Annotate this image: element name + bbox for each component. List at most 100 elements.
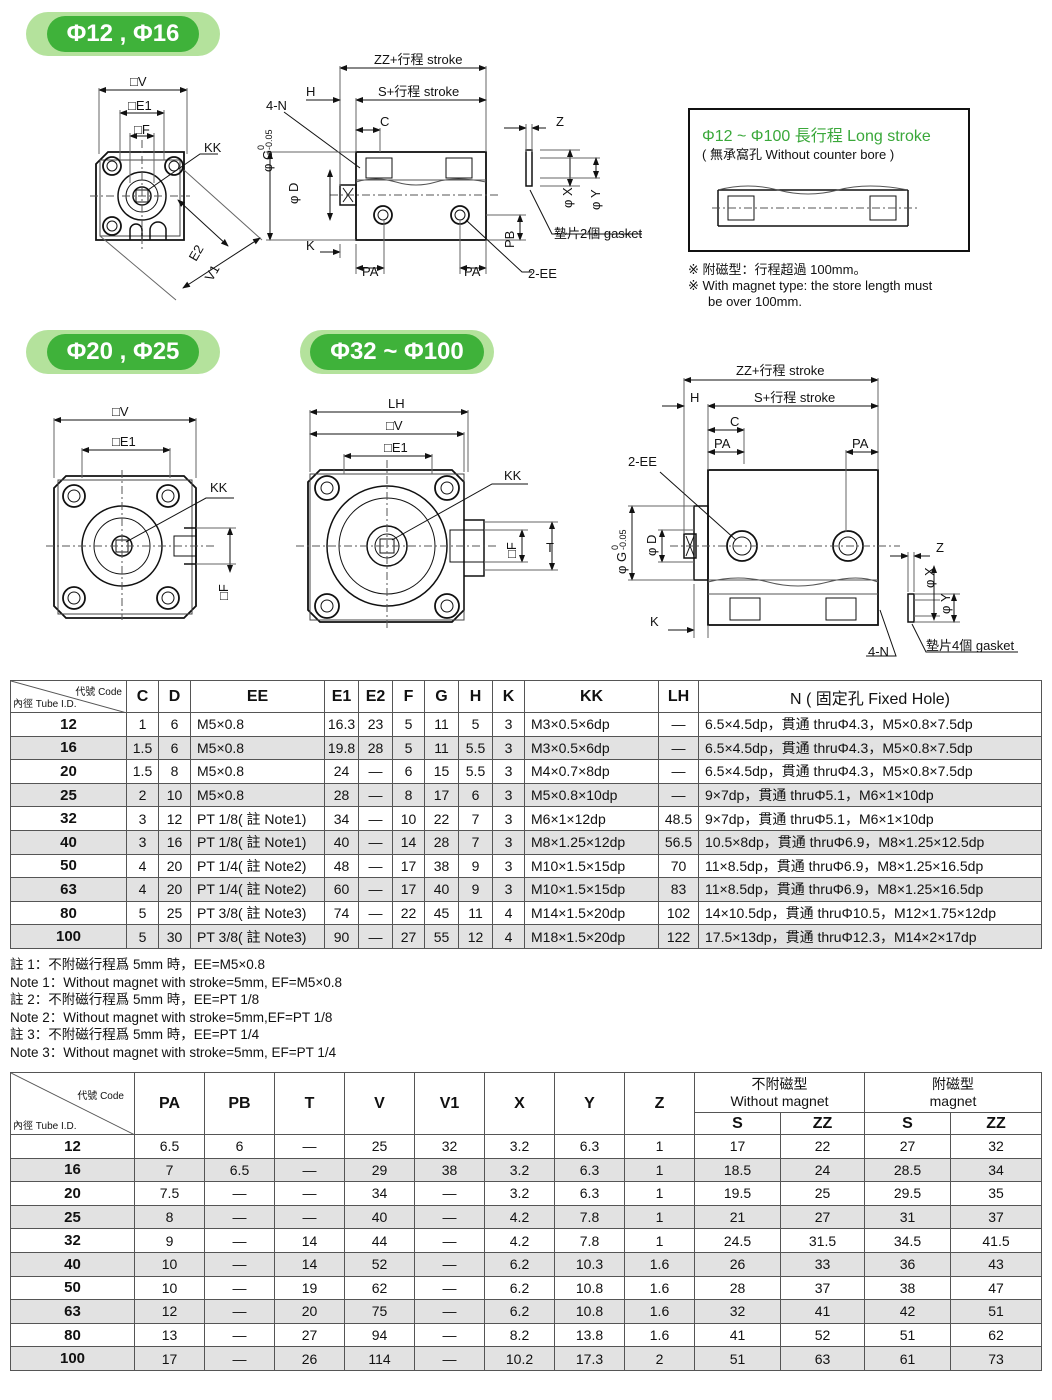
table-cell: 45 [424,900,459,926]
tube-id-cell: 80 [10,1322,135,1348]
label-2EE-32: 2-EE [628,454,657,469]
table2-header: V1 [414,1072,485,1135]
table-cell: — [414,1181,485,1206]
table-cell: — [414,1251,485,1277]
table-cell: 29.5 [864,1181,951,1206]
table2-subheader: ZZ [950,1112,1042,1135]
tube-id-cell: 50 [10,1275,135,1301]
table-cell: 4 [492,924,525,949]
header-phi12-16: Φ12 , Φ16 [26,12,220,56]
table-cell: 10.8 [554,1299,625,1324]
table-cell: 28 [358,735,393,761]
table-cell: 41 [780,1299,865,1324]
label-T: T [546,540,554,555]
table-cell: 3 [126,829,159,855]
table-cell: — [358,759,393,784]
label-phiG-tol-top-12: 0 [256,145,266,150]
label-C-12: C [380,114,389,129]
table-cell: 34 [344,1181,415,1206]
table-cell: 62 [950,1322,1042,1348]
table-cell: 3 [492,735,525,761]
table-cell: 36 [864,1251,951,1277]
table-cell: — [414,1204,485,1230]
table-cell: 6 [204,1134,275,1159]
table-cell: 24 [324,759,359,784]
table-cell: 4.2 [484,1228,555,1253]
label-C-32: C [730,414,739,429]
table-cell: 20 [158,853,191,879]
table-cell: M5×0.8 [190,782,325,808]
table-cell: 5.5 [458,735,493,761]
header-phi20-25-label: Φ20 , Φ25 [46,334,200,370]
tube-id-cell: 32 [10,1228,135,1253]
table-cell: 7 [134,1157,205,1183]
label-sqV-12: □V [130,74,147,89]
table-cell: 102 [658,900,699,926]
tube-id-cell: 80 [10,900,127,926]
label-K-12: K [306,238,315,253]
tube-id-cell: 25 [10,1204,135,1230]
table-cell: 6.2 [484,1275,555,1301]
table-cell: — [414,1346,485,1371]
table-cell: 17 [134,1346,205,1371]
table-cell: 17.3 [554,1346,625,1371]
table-cell: 2 [126,782,159,808]
table-cell: 6 [158,735,191,761]
table1-header: KK [524,680,659,713]
table-cell: 11 [424,735,459,761]
note-line: Note 2：Without magnet with stroke=5mm,EF… [10,1009,333,1025]
long-stroke-title: Φ12 ~ Φ100 長行程 Long stroke [702,128,931,145]
label-Z-32: Z [936,540,944,555]
label-PA-32b: PA [852,436,869,451]
tube-id-cell: 20 [10,1181,135,1206]
table1-header: F [392,680,425,713]
table2-corner-code: 代號 Code [77,1091,124,1102]
label-s-stroke-12: S+行程 stroke [378,84,459,99]
table-cell: — [658,782,699,808]
table2-group-magnet: 附磁型 magnet [864,1072,1042,1113]
tube-id-cell: 12 [10,1134,135,1159]
note-line: Note 3：Without magnet with stroke=5mm, E… [10,1044,337,1060]
spec-table-2: 代號 Code 內徑 Tube I.D. PA PB T V V1 X Y Z … [10,1072,1042,1371]
note-line: 註 3：不附磁行程爲 5mm 時，EE=PT 1/4 [10,1027,260,1042]
table-cell: 5 [392,735,425,761]
table-cell: 12 [134,1299,205,1324]
table1-corner: 代號 Code 內徑 Tube I.D. [10,680,127,713]
label-phiY-32: φ Y [938,593,953,614]
table-cell: 7 [458,806,493,831]
table-cell: 3 [126,806,159,831]
table-cell: 55 [424,924,459,949]
table-cell: 8 [134,1204,205,1230]
label-phiD-32: φ D [644,535,659,556]
table-cell: 18.5 [694,1157,781,1183]
table-cell: 9 [458,877,493,902]
table-cell: — [204,1275,275,1301]
table-cell: 35 [950,1181,1042,1206]
group1-en: Without magnet [730,1092,829,1109]
table-cell: PT 3/8( 註 Note3) [190,924,325,949]
table1-header: E2 [358,680,393,713]
table-cell: 10 [134,1275,205,1301]
table-cell: — [414,1322,485,1348]
table-cell: 19.5 [694,1181,781,1206]
table-cell: 28.5 [864,1157,951,1183]
table-cell: PT 1/4( 註 Note2) [190,877,325,902]
label-V1: V1 [202,262,223,283]
long-stroke-box: Φ12 ~ Φ100 長行程 Long stroke ( 無承窩孔 Withou… [688,108,970,252]
table1-corner-code: 代號 Code [75,687,122,698]
tube-id-cell: 63 [10,877,127,902]
label-PA-12a: PA [362,264,379,279]
table-cell: 5 [126,924,159,949]
table-cell: — [358,924,393,949]
label-PA-32a: PA [714,436,731,451]
table-cell: 6.3 [554,1157,625,1183]
table-cell: M8×1.25×12dp [524,829,659,855]
